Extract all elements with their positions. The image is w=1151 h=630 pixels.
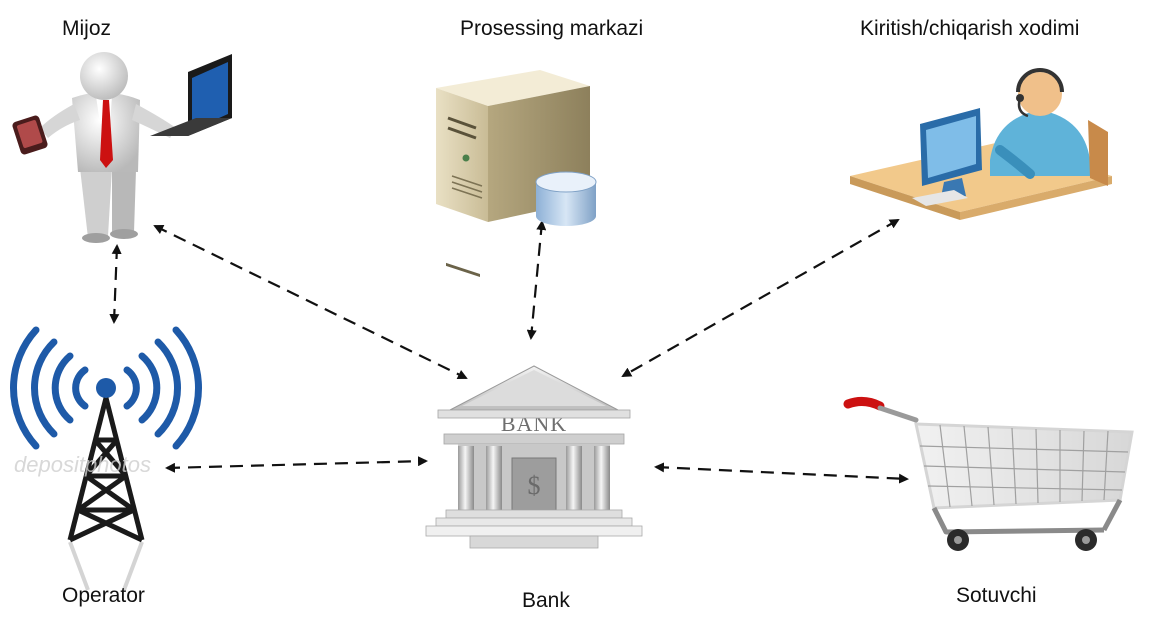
seller-label: Sotuvchi [956, 584, 1037, 607]
operator-at-computer-icon [850, 68, 1112, 220]
operator-label: Operator [62, 584, 145, 607]
connection-arrows [109, 219, 909, 484]
businessman-with-laptop-icon [12, 52, 232, 243]
radio-tower-icon: depositphotos [10, 326, 202, 591]
shopping-cart-icon [843, 396, 1134, 551]
watermark-text: depositphotos [14, 452, 151, 477]
arrow-processing-bank [526, 220, 547, 340]
bank-building-icon: BANK $ [425, 365, 643, 549]
bank-label: Bank [522, 589, 570, 612]
arrow-operator-bank [165, 456, 428, 473]
server-with-database-icon [436, 70, 597, 277]
arrow-client-bank [153, 225, 468, 379]
arrow-io-operator-bank [621, 219, 900, 377]
arrow-client-operator [109, 244, 122, 324]
io-operator-label: Kiritish/chiqarish xodimi [860, 17, 1080, 40]
bank-dollar-sign: $ [528, 471, 541, 500]
arrow-bank-seller [654, 462, 909, 484]
processing-center-label: Prosessing markazi [460, 17, 644, 40]
client-label: Mijoz [62, 17, 112, 40]
